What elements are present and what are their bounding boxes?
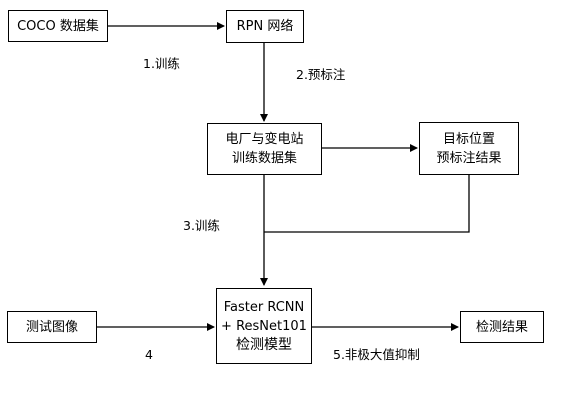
node-training-dataset: 电厂与变电站 训练数据集 xyxy=(207,123,322,175)
node-detection-model-line3: 检测模型 xyxy=(236,336,292,353)
edge-label-prelabel-2: 2.预标注 xyxy=(296,67,346,82)
node-detection-model-line1: Faster RCNN xyxy=(223,299,305,315)
node-detection-model-line2: + ResNet101 xyxy=(221,318,307,334)
edge-prelabel-feedback xyxy=(264,175,470,233)
node-training-dataset-line1: 电厂与变电站 xyxy=(225,132,304,147)
node-detection-result-label: 检测结果 xyxy=(475,319,528,335)
node-training-dataset-line2: 训练数据集 xyxy=(231,151,297,166)
node-prelabel-result: 目标位置 预标注结果 xyxy=(419,122,519,175)
node-coco-dataset: COCO 数据集 xyxy=(8,10,108,42)
node-coco-dataset-label: COCO 数据集 xyxy=(17,18,99,34)
edge-label-step-4: 4 xyxy=(145,347,153,362)
node-detection-model: Faster RCNN + ResNet101 检测模型 xyxy=(216,288,312,364)
node-test-image: 测试图像 xyxy=(7,311,97,343)
node-rpn-network-label: RPN 网络 xyxy=(236,19,294,34)
node-test-image-label: 测试图像 xyxy=(25,319,78,335)
node-prelabel-result-line1: 目标位置 xyxy=(442,131,495,147)
node-prelabel-result-line2: 预标注结果 xyxy=(436,150,502,166)
edge-label-train-1: 1.训练 xyxy=(143,56,180,71)
node-rpn-network: RPN 网络 xyxy=(226,10,304,43)
edge-label-train-3: 3.训练 xyxy=(183,218,220,233)
node-detection-result: 检测结果 xyxy=(460,311,544,343)
edge-label-nms-5: 5.非极大值抑制 xyxy=(333,347,420,362)
